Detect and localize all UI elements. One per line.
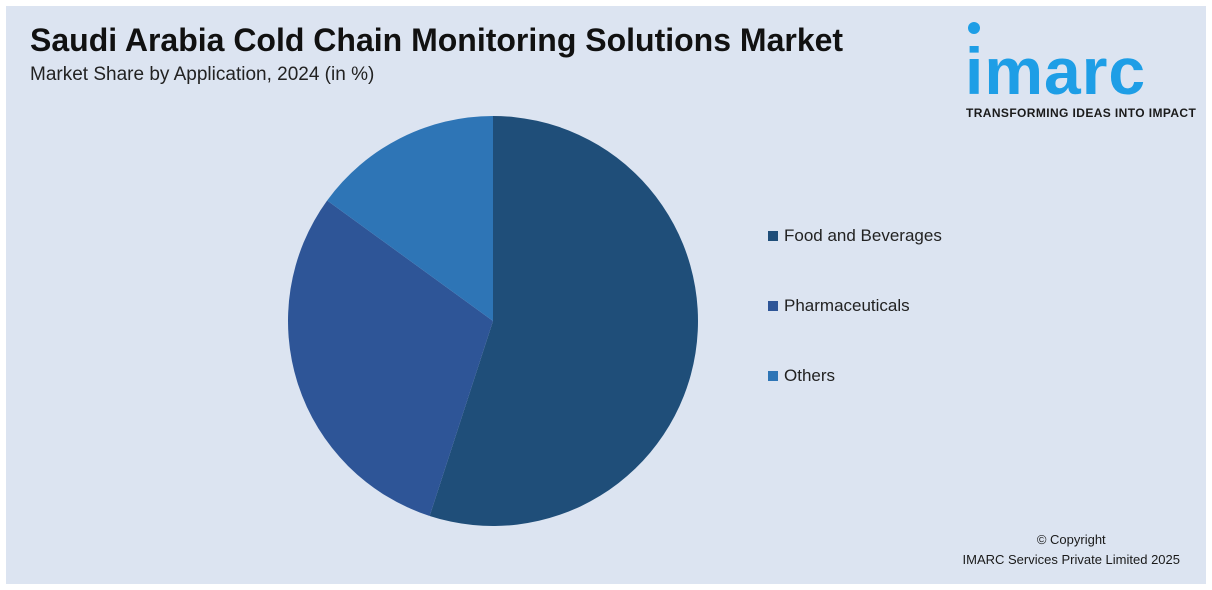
copyright-line1: © Copyright xyxy=(1036,532,1106,547)
pie-chart xyxy=(288,115,698,526)
logo-dot xyxy=(968,22,980,34)
chart-panel: Saudi Arabia Cold Chain Monitoring Solut… xyxy=(6,6,1206,584)
legend-item: Food and Beverages xyxy=(768,224,942,248)
legend-item: Others xyxy=(768,364,942,388)
pie-slice-pharmaceuticals xyxy=(288,200,493,516)
chart-subtitle: Market Share by Application, 2024 (in %) xyxy=(30,64,375,85)
logo-wordmark: imarc xyxy=(965,34,1147,108)
pie-slice-food-and-beverages xyxy=(429,116,698,526)
legend-label: Food and Beverages xyxy=(784,226,942,245)
legend-swatch xyxy=(768,301,778,311)
copyright-line2: IMARC Services Private Limited 2025 xyxy=(962,552,1180,567)
legend-item: Pharmaceuticals xyxy=(768,294,942,318)
copyright: © Copyright IMARC Services Private Limit… xyxy=(963,530,1180,570)
legend-swatch xyxy=(768,231,778,241)
legend-swatch xyxy=(768,371,778,381)
logo-tagline: TRANSFORMING IDEAS INTO IMPACT xyxy=(966,106,1197,120)
chart-title: Saudi Arabia Cold Chain Monitoring Solut… xyxy=(30,22,844,58)
pie-slice-others xyxy=(327,115,493,321)
imarc-logo: imarc TRANSFORMING IDEAS INTO IMPACT xyxy=(961,16,1201,126)
legend-label: Others xyxy=(784,366,836,385)
legend-label: Pharmaceuticals xyxy=(784,296,910,315)
